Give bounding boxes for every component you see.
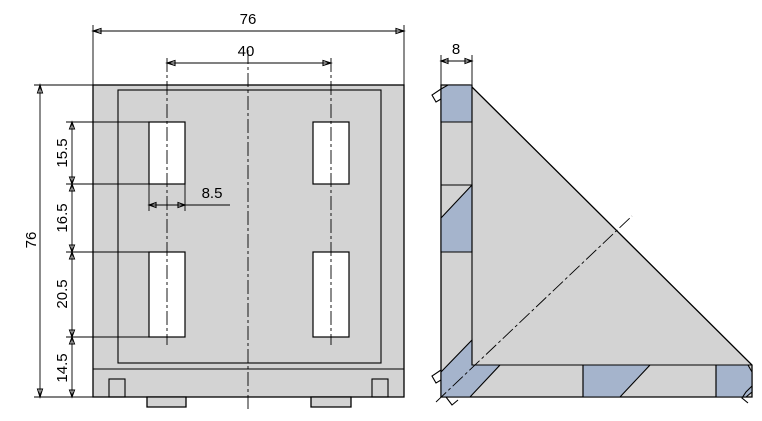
- dim-text-row1: 15.5: [54, 138, 71, 167]
- front-foot-left: [146, 396, 187, 408]
- dim-text-front-width: 76: [240, 11, 257, 28]
- side-body: [440, 84, 753, 398]
- front-inner-frame: [117, 89, 382, 364]
- front-tab-right: [371, 378, 389, 398]
- dim-text-side-thickness: 8: [452, 41, 460, 58]
- dim-text-row2: 16.5: [54, 203, 71, 232]
- side-dimensions: 8: [439, 41, 474, 85]
- side-view: [431, 84, 753, 406]
- front-plate: [92, 84, 405, 398]
- side-centerline: [435, 215, 633, 403]
- slot-top: [440, 84, 473, 123]
- front-view: [92, 50, 405, 412]
- front-foot-right: [310, 396, 352, 408]
- dim-text-front-height: 76: [23, 232, 40, 249]
- front-dimensions: 76 40 8.5 76 15.5 1: [23, 11, 406, 399]
- dim-text-row4: 14.5: [54, 353, 71, 382]
- front-tab-left: [108, 378, 126, 398]
- slot-bottom-right: [715, 364, 753, 398]
- dim-text-hole-spacing: 40: [238, 43, 255, 60]
- dim-text-offset: 8.5: [202, 185, 223, 202]
- dim-text-row3: 20.5: [54, 279, 71, 308]
